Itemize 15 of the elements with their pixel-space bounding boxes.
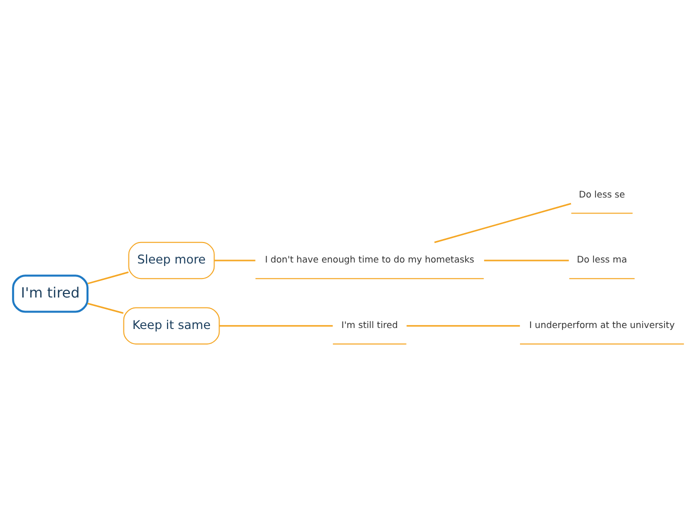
connector bbox=[218, 324, 332, 326]
node-text: I'm still tired bbox=[340, 320, 398, 331]
node-text: I underperform at the university bbox=[528, 320, 674, 331]
node-box: I'm tired bbox=[12, 274, 88, 312]
node-text: Do less se bbox=[578, 190, 624, 200]
connector bbox=[484, 259, 568, 261]
node-box: Sleep more bbox=[128, 241, 214, 279]
node-text: I don't have enough time to do my hometasks bbox=[264, 255, 474, 266]
connector bbox=[87, 270, 128, 284]
node-box: Keep it same bbox=[122, 306, 220, 344]
connector bbox=[214, 259, 255, 261]
node-text: Do less ma bbox=[576, 255, 627, 266]
connector bbox=[87, 302, 123, 314]
connector bbox=[434, 202, 571, 243]
connector bbox=[406, 324, 520, 326]
